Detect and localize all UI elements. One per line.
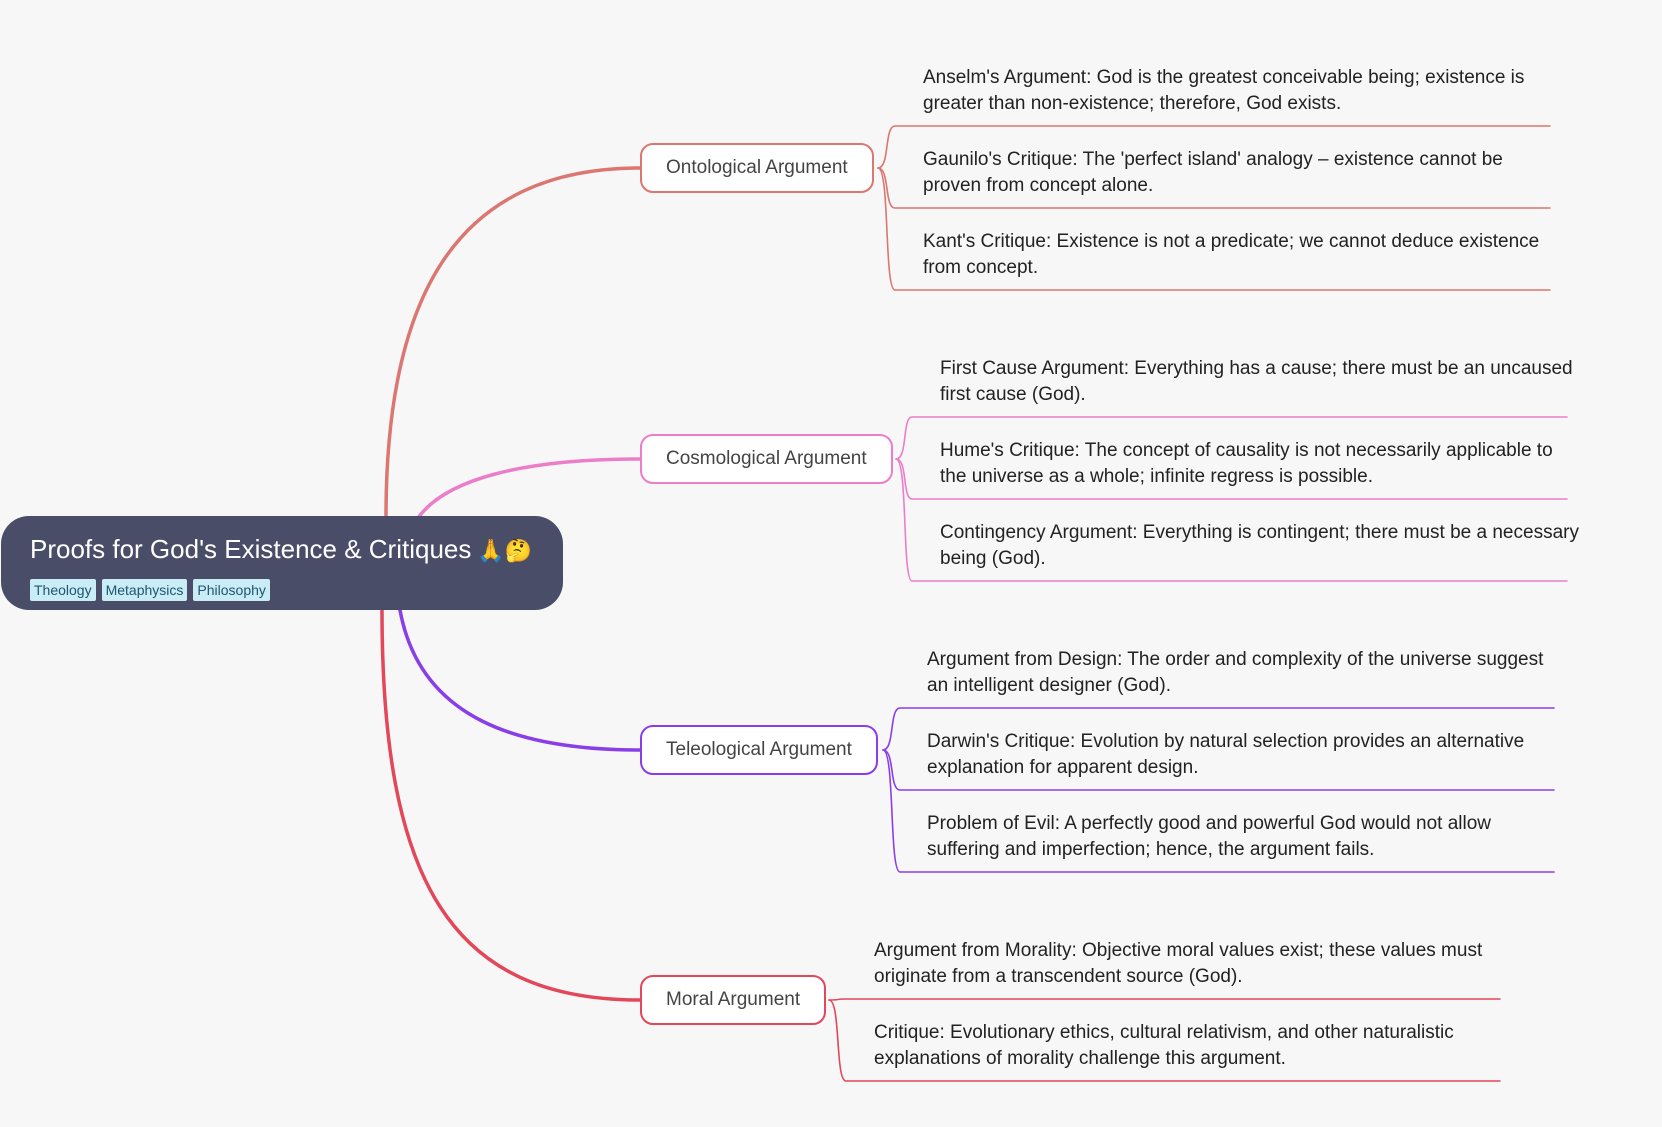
leaf-argument-from-design[interactable]: Argument from Design: The order and comp… xyxy=(927,649,1544,696)
tag-list: Theology Metaphysics Philosophy xyxy=(30,579,563,601)
branch-ontological-argument[interactable]: Ontological Argument xyxy=(640,143,874,193)
tag-metaphysics[interactable]: Metaphysics xyxy=(101,579,188,601)
leaf-connector-2-2 xyxy=(882,749,1555,873)
root-connector-1 xyxy=(416,457,642,520)
leaf-problem-of-evil[interactable]: Problem of Evil: A perfectly good and po… xyxy=(927,813,1491,860)
tag-theology[interactable]: Theology xyxy=(30,579,96,601)
leaf-connector-2-1 xyxy=(882,749,1555,791)
root-connector-2 xyxy=(398,608,642,752)
root-topic[interactable]: Proofs for God's Existence & Critiques🙏🤔… xyxy=(1,516,563,610)
leaf-humes-critique[interactable]: Hume's Critique: The concept of causalit… xyxy=(940,440,1553,487)
root-title-text: Proofs for God's Existence & Critiques xyxy=(30,534,472,564)
leaf-first-cause-argument[interactable]: First Cause Argument: Everything has a c… xyxy=(940,358,1573,405)
leaf-connector-3-1 xyxy=(828,999,1501,1082)
leaf-connector-0-0 xyxy=(877,125,1551,169)
branch-moral-argument[interactable]: Moral Argument xyxy=(640,975,827,1025)
leaf-argument-from-morality[interactable]: Argument from Morality: Objective moral … xyxy=(874,940,1483,987)
tag-philosophy[interactable]: Philosophy xyxy=(193,579,270,601)
root-title: Proofs for God's Existence & Critiques🙏🤔 xyxy=(30,532,563,569)
leaf-kants-critique[interactable]: Kant's Critique: Existence is not a pred… xyxy=(923,231,1540,278)
leaf-connector-2-0 xyxy=(882,707,1555,751)
leaf-contingency-argument[interactable]: Contingency Argument: Everything is cont… xyxy=(940,522,1579,569)
leaf-gaunilos-critique[interactable]: Gaunilo's Critique: The 'perfect island'… xyxy=(923,149,1503,196)
leaf-connector-1-0 xyxy=(895,416,1568,460)
leaf-anselms-argument[interactable]: Anselm's Argument: God is the greatest c… xyxy=(923,67,1525,114)
leaf-darwins-critique[interactable]: Darwin's Critique: Evolution by natural … xyxy=(927,731,1525,778)
root-connector-0 xyxy=(384,166,642,518)
leaf-connector-0-2 xyxy=(877,167,1551,291)
leaf-connector-3-0 xyxy=(828,998,1501,1001)
root-emoji: 🙏🤔 xyxy=(477,539,533,564)
branch-teleological-argument[interactable]: Teleological Argument xyxy=(640,725,878,775)
leaf-moral-critique[interactable]: Critique: Evolutionary ethics, cultural … xyxy=(874,1022,1454,1069)
root-connector-3 xyxy=(380,608,642,1002)
leaf-connector-1-1 xyxy=(895,458,1568,500)
branch-cosmological-argument[interactable]: Cosmological Argument xyxy=(640,434,893,484)
leaf-connector-1-2 xyxy=(895,458,1568,582)
leaf-connector-0-1 xyxy=(877,167,1551,209)
